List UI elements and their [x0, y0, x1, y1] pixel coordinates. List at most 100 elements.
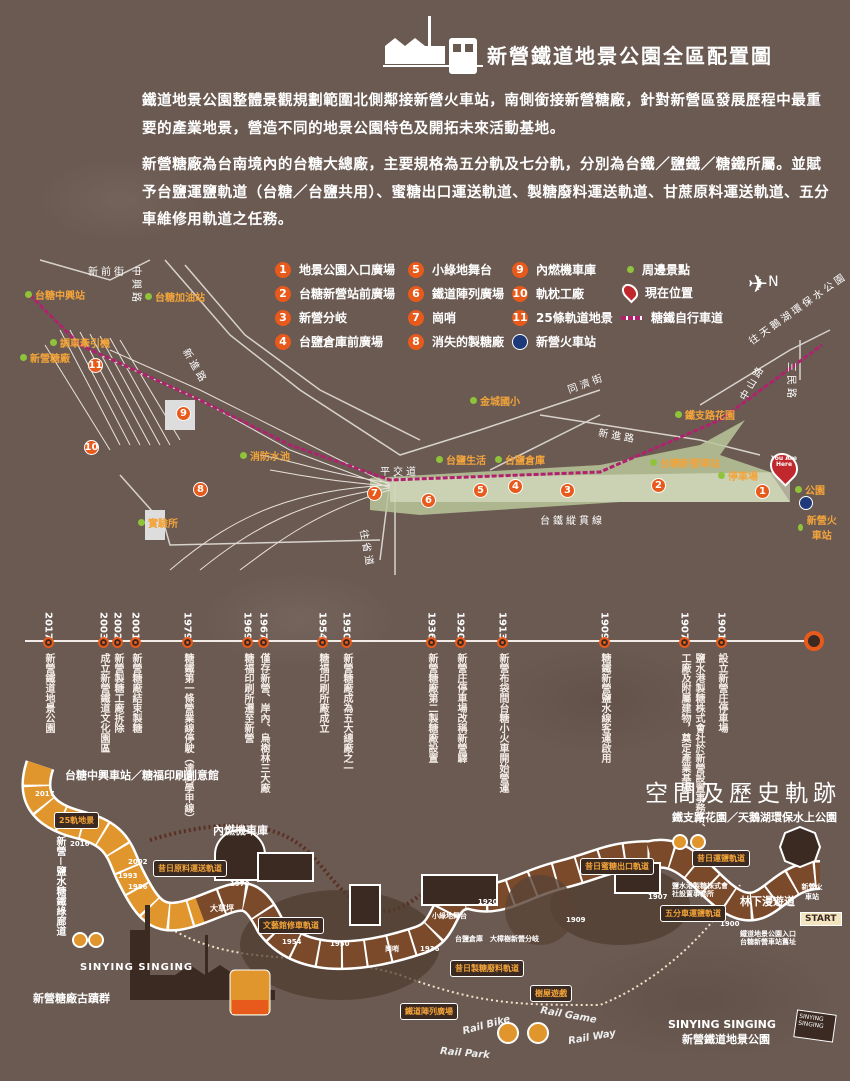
board-tile: 1900 — [720, 920, 740, 928]
legend-number-badge: 8 — [408, 333, 424, 350]
brand-logo: SINYING SINGING 新營鐵道地景公園 — [668, 1018, 776, 1047]
timeline-line — [25, 640, 815, 642]
bike-icon — [72, 834, 706, 1044]
timeline-description: 新營庄停車場改稱新營驛 — [455, 653, 466, 763]
timeline-description: 鹽水港製糖株式會社於新營設置事務所、工廠及附屬建物，奠定產業基礎 — [679, 653, 704, 833]
lab-building — [145, 510, 165, 540]
timeline-description: 新營糖廠第二製糖廠設置 — [426, 653, 437, 763]
intro-paragraph-2: 新營糖廠為台南境內的台糖大總廠，主要規格為五分軌及七分軌，分別為台鐵／鹽鐵／糖鐵… — [142, 157, 830, 228]
map-spot: 台鹽倉庫 — [495, 452, 545, 467]
map-number-badge: 1 — [755, 484, 770, 499]
map-number-badge: 8 — [193, 482, 208, 497]
timeline-event: 1920 新營庄停車場改稱新營驛 — [452, 612, 468, 763]
timeline-dot — [181, 637, 193, 648]
spot-dot-icon — [795, 486, 802, 493]
timeline-dot — [241, 637, 253, 648]
spot-dot-icon — [20, 354, 27, 361]
board-track-orange — [23, 761, 205, 930]
map-number-badge: 11 — [88, 358, 103, 373]
legend-label: 崗哨 — [432, 311, 457, 325]
legend-number-badge: 4 — [275, 333, 291, 350]
board-label: 鐵支路花園／天鵝湖環保水上公園 — [672, 811, 837, 824]
spot-label: 調車牽引機 — [60, 339, 110, 350]
timeline-dot — [316, 637, 328, 648]
legend-number-badge: 10 — [512, 285, 528, 302]
legend-label: 鐵道陣列廣場 — [432, 287, 505, 301]
timeline-dot — [715, 637, 727, 648]
timeline-description: 糖鐵新營鹽水線客運啟用 — [599, 653, 610, 763]
map-number-badge: 7 — [367, 486, 382, 501]
spot-dot-icon — [25, 291, 32, 298]
board-tile: 鐵道地景公園入口台糖新營車站舊址 — [740, 930, 796, 946]
timeline-description: 糖福印刷所廠成立 — [317, 653, 328, 733]
board-tile: 2016 — [70, 840, 90, 848]
legend-label: 糖鐵自行車道 — [651, 311, 724, 325]
spot-dot-icon — [240, 452, 247, 459]
timeline-description: 新營糖廠成為五大總廠之一 — [341, 653, 352, 773]
timeline-year: 1954 — [316, 612, 328, 640]
timeline-year: 2003 — [97, 612, 109, 640]
spot-dot-icon — [436, 456, 443, 463]
timeline-year: 1920 — [454, 612, 466, 640]
legend-item: 4 台鹽倉庫前廣場 — [275, 333, 383, 350]
board-tile: 1920 — [478, 898, 498, 906]
map-number-badge: 5 — [473, 483, 488, 498]
board-sign: 25軌地景 — [54, 812, 100, 829]
timeline-description: 僅存新營、岸內、烏樹林三大廠 — [258, 653, 269, 793]
spot-label: 新營糖廠 — [30, 354, 70, 365]
timeline-year: 1909 — [598, 612, 610, 640]
map-spot: 公園 — [795, 482, 825, 497]
map-spot: 台鹽生活 — [436, 452, 486, 467]
timeline-year: 1907 — [678, 612, 690, 640]
timeline-event: 1907 鹽水港製糖株式會社於新營設置事務所、工廠及附屬建物，奠定產業基礎 — [676, 612, 704, 833]
board-track-brown — [195, 841, 822, 968]
north-compass: ✈N — [748, 272, 779, 296]
timeline-year: 1967 — [257, 612, 269, 640]
board-tile: 2017 — [35, 790, 55, 798]
map-number-badge: 9 — [176, 406, 191, 421]
brand-name: SINYING SINGING — [668, 1018, 776, 1031]
board-tile: 崗哨 — [385, 945, 399, 953]
spot-label: 公園 — [805, 486, 825, 497]
spot-label: 台鹽生活 — [446, 456, 486, 467]
timeline-year: 2001 — [129, 612, 141, 640]
board-tile: START — [800, 912, 842, 926]
map-spot: 停車場 — [718, 468, 758, 483]
roads — [39, 259, 831, 575]
timeline-year: 2017 — [42, 612, 54, 640]
legend-here: 現在位置 — [618, 280, 693, 304]
legend-label: 周邊景點 — [642, 263, 691, 277]
spot-label: 停車場 — [728, 472, 758, 483]
board-tile: 1909 — [566, 916, 586, 924]
timeline-description: 糖鐵第一條營業線停駛（達同學甲線） — [182, 653, 193, 823]
legend-label: 台鹽倉庫前廣場 — [299, 335, 384, 349]
road-label: 新前街 — [88, 267, 127, 278]
board-label: 林下漫遊道 — [740, 895, 795, 908]
bike-route — [28, 293, 823, 482]
timeline-dot — [496, 637, 508, 648]
board-tile: 1993 — [118, 872, 138, 880]
spot-label: 台糖新營車站 — [660, 459, 720, 470]
timeline-year: 1950 — [340, 612, 352, 640]
map-spot: 金城國小 — [470, 393, 520, 408]
legend-number-badge: 9 — [512, 261, 528, 278]
board-tile: 1907 — [648, 893, 668, 901]
board-sign: 文藝館修車軌道 — [258, 917, 324, 934]
spot-label: 鐵支路花園 — [685, 411, 735, 422]
board-tile: 1950 — [330, 940, 350, 948]
spot-label: 新營火車站 — [806, 516, 837, 542]
board-tile: 鹽水港製糖株式會社設置事務所 — [672, 882, 728, 898]
map-spot: 實驗所 — [138, 515, 178, 530]
timeline-event: 1954 糖福印刷所廠成立 — [314, 612, 330, 733]
spot-dot-icon — [470, 397, 477, 404]
map-number-badge: 3 — [560, 483, 575, 498]
